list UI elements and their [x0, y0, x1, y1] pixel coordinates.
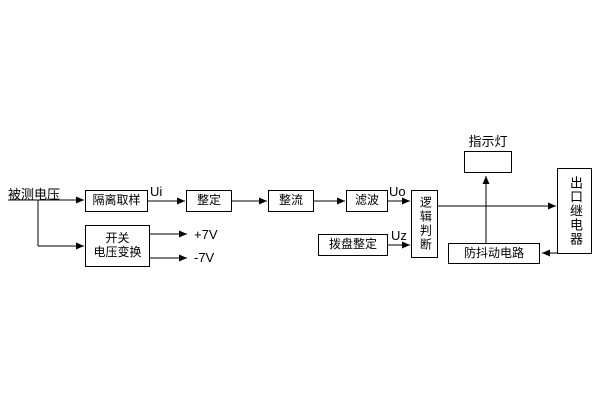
switch-voltage-line1: 开关 — [105, 231, 130, 246]
setting-block: 整定 — [186, 190, 232, 212]
anti-jitter-circuit-block: 防抖动电路 — [448, 243, 540, 264]
plus7v-label: +7V — [194, 227, 218, 242]
uo-signal-label: Uo — [389, 184, 406, 199]
switch-voltage-line2: 电压变换 — [93, 245, 142, 259]
outlet-relay-block: 出口继电器 — [557, 168, 592, 254]
indicator-light-label: 指示灯 — [468, 134, 508, 149]
dial-setting-block: 拨盘整定 — [318, 234, 388, 256]
measured-voltage-label: 被测电压 — [8, 187, 61, 202]
minus7v-label: -7V — [194, 250, 215, 265]
uz-signal-label: Uz — [391, 228, 407, 243]
switch-voltage-converter-block: 开关 电压变换 — [85, 225, 150, 267]
isolation-sampling-block: 隔离取样 — [85, 190, 148, 212]
indicator-light-block — [464, 151, 512, 173]
rectifier-block: 整流 — [268, 190, 314, 212]
filter-block: 滤波 — [346, 190, 388, 212]
ui-signal-label: Ui — [150, 184, 163, 199]
logic-judgment-block: 逻辑判断 — [411, 190, 438, 258]
